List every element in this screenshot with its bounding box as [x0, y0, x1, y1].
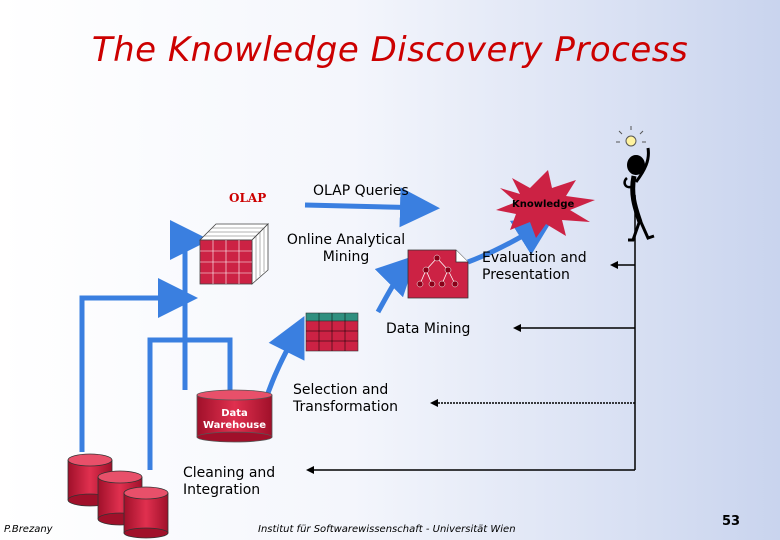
cleaning-line1: Cleaning and — [183, 465, 276, 481]
pattern-document-icon — [407, 249, 469, 299]
cleaning-arrow — [79, 278, 198, 452]
online-analytical-mining-label: Online Analytical Mining — [280, 232, 412, 266]
evaluation-line1: Evaluation and — [482, 250, 587, 266]
selection-arrow — [147, 337, 233, 470]
selection-label: Selection and Transformation — [293, 382, 398, 416]
institute-footer: Institut für Softwarewissenschaft - Univ… — [258, 524, 516, 535]
page-number: 53 — [722, 514, 741, 529]
knowledge-burst — [496, 170, 595, 238]
person-with-idea-icon — [616, 126, 655, 242]
databases-icon — [67, 453, 169, 539]
feedback-lines — [306, 195, 636, 474]
online-analytical-line2: Mining — [322, 249, 370, 265]
database-icon — [97, 470, 143, 526]
cleaning-label: Cleaning and Integration — [183, 465, 275, 499]
data-mining-label: Data Mining — [386, 321, 471, 337]
cleaning-line2: Integration — [183, 482, 261, 498]
olap-cube-icon — [199, 223, 269, 285]
warehouse-label: Data Warehouse — [197, 408, 272, 432]
selection-line2: Transformation — [293, 399, 399, 415]
database-icon — [123, 486, 169, 539]
online-analytical-line1: Online Analytical — [286, 232, 406, 248]
mining-to-eval-arrow — [374, 254, 418, 314]
knowledge-label: Knowledge — [512, 199, 575, 210]
warehouse-to-olap-arrow — [170, 220, 210, 390]
evaluation-label: Evaluation and Presentation — [482, 250, 587, 284]
evaluation-line2: Presentation — [482, 267, 570, 283]
olap-queries-arrow — [304, 187, 440, 228]
olap-queries-label: OLAP Queries — [313, 183, 409, 199]
selection-line1: Selection and — [293, 382, 389, 398]
warehouse-line2: Warehouse — [203, 420, 266, 431]
olap-label: OLAP — [229, 191, 267, 205]
slide-title: The Knowledge Discovery Process — [91, 30, 689, 70]
flow-arrows — [79, 187, 555, 470]
data-warehouse-icon — [196, 389, 273, 443]
task-data-table-icon — [305, 312, 359, 352]
author-footer: P.Brezany — [4, 524, 53, 535]
warehouse-line1: Data — [221, 408, 248, 419]
